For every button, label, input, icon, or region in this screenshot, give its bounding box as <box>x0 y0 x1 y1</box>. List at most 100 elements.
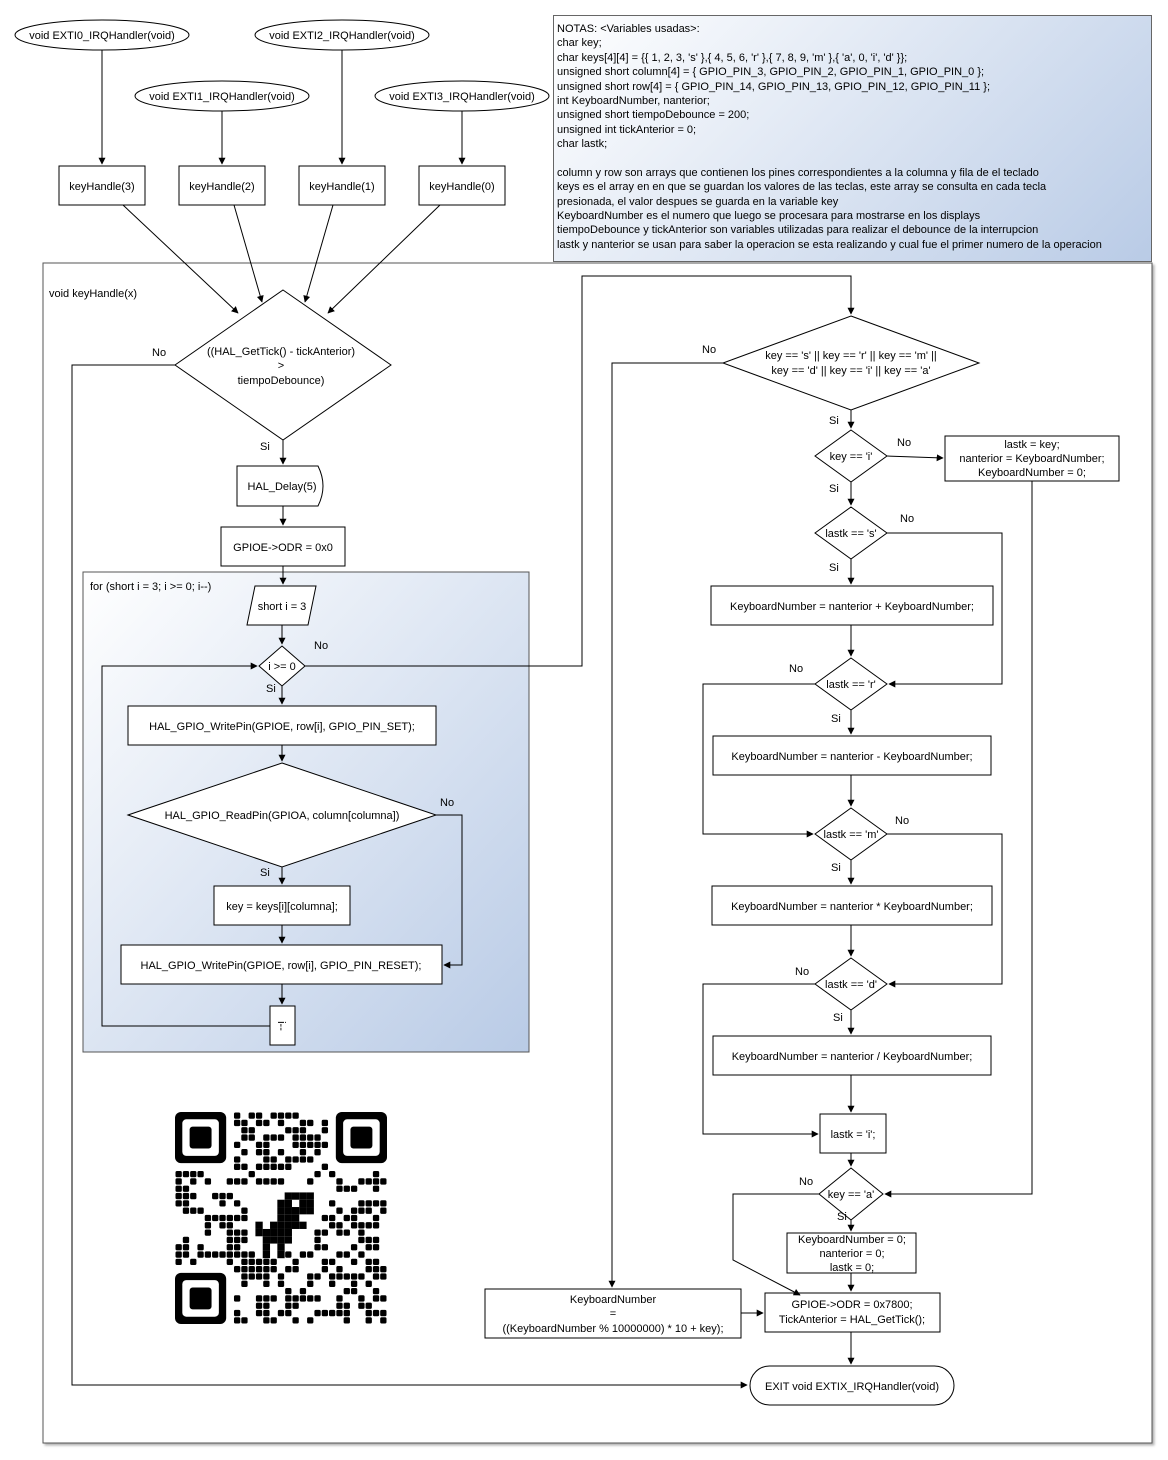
loop-dec-label: i-- <box>275 1021 287 1031</box>
lastk-d-no-label: No <box>795 966 809 978</box>
loop-cond-label: i >= 0 <box>268 661 296 673</box>
notes-line: keys es el array en en que se guardan lo… <box>557 181 1047 194</box>
reset-line2: nanterior = 0; <box>819 1248 884 1260</box>
lastk-assign-line3: KeyboardNumber = 0; <box>978 467 1086 479</box>
loop-title: for (short i = 3; i >= 0; i--) <box>90 581 211 593</box>
lastk-s-label: lastk == 's' <box>825 528 876 540</box>
exti2-label: void EXTI2_IRQHandler(void) <box>269 30 415 42</box>
writepin-set-box <box>127 705 437 746</box>
lastk-s-yes-label: Si <box>829 562 839 574</box>
keyhandle3-label: keyHandle(3) <box>69 181 134 193</box>
digit-line3: ((KeyboardNumber % 10000000) * 10 + key)… <box>502 1323 723 1335</box>
key-assign-label: key = keys[i][columna]; <box>226 901 338 913</box>
loop-init-label: short i = 3 <box>258 601 307 613</box>
reset-box <box>786 1232 917 1274</box>
sub-box <box>712 735 992 776</box>
add-box <box>710 585 994 626</box>
digit-box <box>484 1288 742 1339</box>
key-a-yes-label: Si <box>837 1211 847 1223</box>
notes-line: lastk y nanterior se usan para saber la … <box>557 238 1102 251</box>
mul-box <box>711 885 993 926</box>
notes-line: char lastk; <box>557 138 608 151</box>
readpin-label: HAL_GPIO_ReadPin(GPIOA, column[columna]) <box>165 810 400 822</box>
odr-box <box>764 1292 941 1333</box>
debounce-line3: tiempoDebounce) <box>238 375 325 387</box>
lastk-r-label: lastk == 'r' <box>826 679 875 691</box>
div-label: KeyboardNumber = nanterior / KeyboardNum… <box>732 1051 973 1063</box>
readpin-no-label: No <box>440 797 454 809</box>
writepin-reset-label: HAL_GPIO_WritePin(GPIOE, row[i], GPIO_PI… <box>141 960 422 972</box>
readpin-yes-label: Si <box>260 867 270 879</box>
notes-line: column y row son arrays que contienen lo… <box>557 166 1039 179</box>
notes-line: KeyboardNumber es el numero que luego se… <box>557 210 981 223</box>
key-op-line2: key == 'd' || key == 'i' || key == 'a' <box>771 365 930 377</box>
odr-line1: GPIOE->ODR = 0x7800; <box>791 1299 912 1311</box>
key-i-yes-label: Si <box>829 483 839 495</box>
lastk-assign-line1: lastk = key; <box>1004 439 1059 451</box>
loop-init-box <box>246 585 317 626</box>
notes-line: char key; <box>557 37 602 50</box>
keyhandle2-box <box>178 165 266 206</box>
key-op-yes-label: Si <box>829 415 839 427</box>
notes-line: char keys[4][4] = {{ 1, 2, 3, 's' },{ 4,… <box>557 51 908 64</box>
lastk-i-label: lastk = 'i'; <box>831 1129 876 1141</box>
notes-line: unsigned short tiempoDebounce = 200; <box>557 109 750 122</box>
lastk-r-yes-label: Si <box>831 713 841 725</box>
lastk-s-no-label: No <box>900 513 914 525</box>
add-label: KeyboardNumber = nanterior + KeyboardNum… <box>730 601 974 613</box>
digit-line2: = <box>610 1308 616 1320</box>
keyhandle0-box <box>418 165 506 206</box>
lastk-m-no-label: No <box>895 815 909 827</box>
sub-label: KeyboardNumber = nanterior - KeyboardNum… <box>731 751 972 763</box>
lastk-assign-line2: nanterior = KeyboardNumber; <box>959 453 1104 465</box>
loop-dec-box <box>269 1005 296 1046</box>
exit-terminal <box>749 1365 955 1406</box>
lastk-d-yes-label: Si <box>833 1012 843 1024</box>
keyhandle0-label: keyHandle(0) <box>429 181 494 193</box>
left-arrows <box>71 275 855 1389</box>
keyhandle1-label: keyHandle(1) <box>309 181 374 193</box>
writepin-set-label: HAL_GPIO_WritePin(GPIOE, row[i], GPIO_PI… <box>149 721 415 733</box>
qr-code <box>175 1112 387 1324</box>
key-op-no-label: No <box>702 344 716 356</box>
lastk-m-yes-label: Si <box>831 862 841 874</box>
notes-line: int KeyboardNumber, nanterior; <box>557 94 710 107</box>
reset-line1: KeyboardNumber = 0; <box>798 1234 906 1246</box>
key-assign-box <box>213 885 351 926</box>
keyhandle2-label: keyHandle(2) <box>189 181 254 193</box>
debounce-line1: ((HAL_GetTick() - tickAnterior) <box>207 346 355 358</box>
delay-box <box>236 465 324 507</box>
notes-panel: NOTAS: <Variables usadas>: char key; cha… <box>553 15 1152 262</box>
exit-label: EXIT void EXTIX_IRQHandler(void) <box>765 1381 939 1393</box>
loop-no-label: No <box>314 640 328 652</box>
lastk-assign-box <box>944 435 1120 482</box>
div-box <box>712 1035 992 1076</box>
notes-line: unsigned int tickAnterior = 0; <box>557 123 697 136</box>
odr-line2: TickAnterior = HAL_GetTick(); <box>779 1314 925 1326</box>
notes-line: presionada, el valor despues se guarda e… <box>557 195 839 208</box>
key-i-no-label: No <box>897 437 911 449</box>
keyhandle-title: void keyHandle(x) <box>49 288 137 300</box>
debounce-line2: > <box>278 360 284 372</box>
digit-line1: KeyboardNumber <box>570 1294 657 1306</box>
lastk-i-box <box>819 1113 887 1154</box>
mul-label: KeyboardNumber = nanterior * KeyboardNum… <box>731 901 973 913</box>
key-op-line1: key == 's' || key == 'r' || key == 'm' |… <box>765 350 937 362</box>
lastk-m-label: lastk == 'm' <box>824 829 879 841</box>
exti1-label: void EXTI1_IRQHandler(void) <box>149 91 295 103</box>
key-i-label: key == 'i' <box>830 451 873 463</box>
writepin-reset-box <box>120 944 443 985</box>
odr0-box <box>220 526 346 567</box>
exti3-label: void EXTI3_IRQHandler(void) <box>389 91 535 103</box>
notes-line: tiempoDebounce y tickAnterior son variab… <box>557 224 1039 237</box>
delay-label: HAL_Delay(5) <box>247 481 316 493</box>
key-a-label: key == 'a' <box>828 1189 874 1201</box>
keyhandle1-box <box>298 165 386 206</box>
right-arrows <box>608 362 1033 1365</box>
notes-line: NOTAS: <Variables usadas>: <box>557 23 700 35</box>
keyhandle3-box <box>58 165 146 206</box>
debounce-yes-label: Si <box>260 441 270 453</box>
lastk-r-no-label: No <box>789 663 803 675</box>
reset-line3: lastk = 0; <box>830 1262 874 1274</box>
